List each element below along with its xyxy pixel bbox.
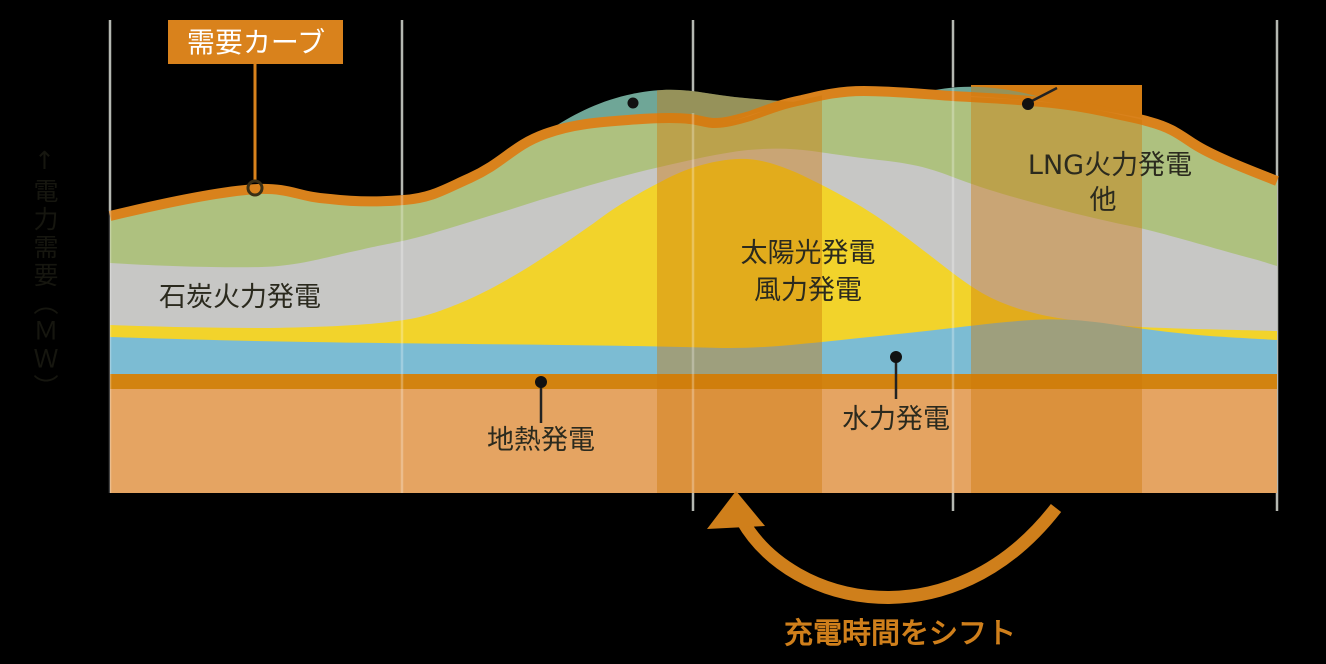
hydro-area-label: 水力発電 <box>842 404 950 435</box>
solar-area-label-line1: 太陽光発電 <box>741 238 876 269</box>
shift-note-label: 充電時間をシフト <box>784 616 1016 650</box>
surplus-area-midday <box>545 89 796 133</box>
hydro-callout-dot <box>890 351 902 363</box>
area-geothermal <box>110 389 1277 493</box>
demand-curve-label: 需要カーブ <box>187 26 325 59</box>
shift-arrow-head <box>707 491 765 529</box>
shift-arrow <box>736 504 1062 604</box>
surplus-callout-dot <box>627 97 639 109</box>
lng-area-label-line1: LNG火力発電 <box>1028 150 1192 181</box>
highlight-column-midday <box>657 85 822 493</box>
lng-callout-dot <box>1022 98 1034 110</box>
gridlines-inner <box>108 87 955 493</box>
lng-area-label-line2: 他 <box>1090 185 1117 216</box>
demand-curve-callout-ring <box>246 179 264 197</box>
wind-area-label-line2: 風力発電 <box>754 275 862 306</box>
highlight-column-evening <box>971 85 1142 493</box>
geothermal-area-label: 地熱発電 <box>487 425 595 456</box>
demand-curve-line <box>108 85 1279 221</box>
demand-curve-label-box <box>168 20 343 64</box>
geothermal-callout-dot <box>535 376 547 388</box>
coal-area-label: 石炭火力発電 <box>159 282 321 313</box>
y-axis-label: ↑電力需要（ＭＷ） <box>30 146 59 402</box>
